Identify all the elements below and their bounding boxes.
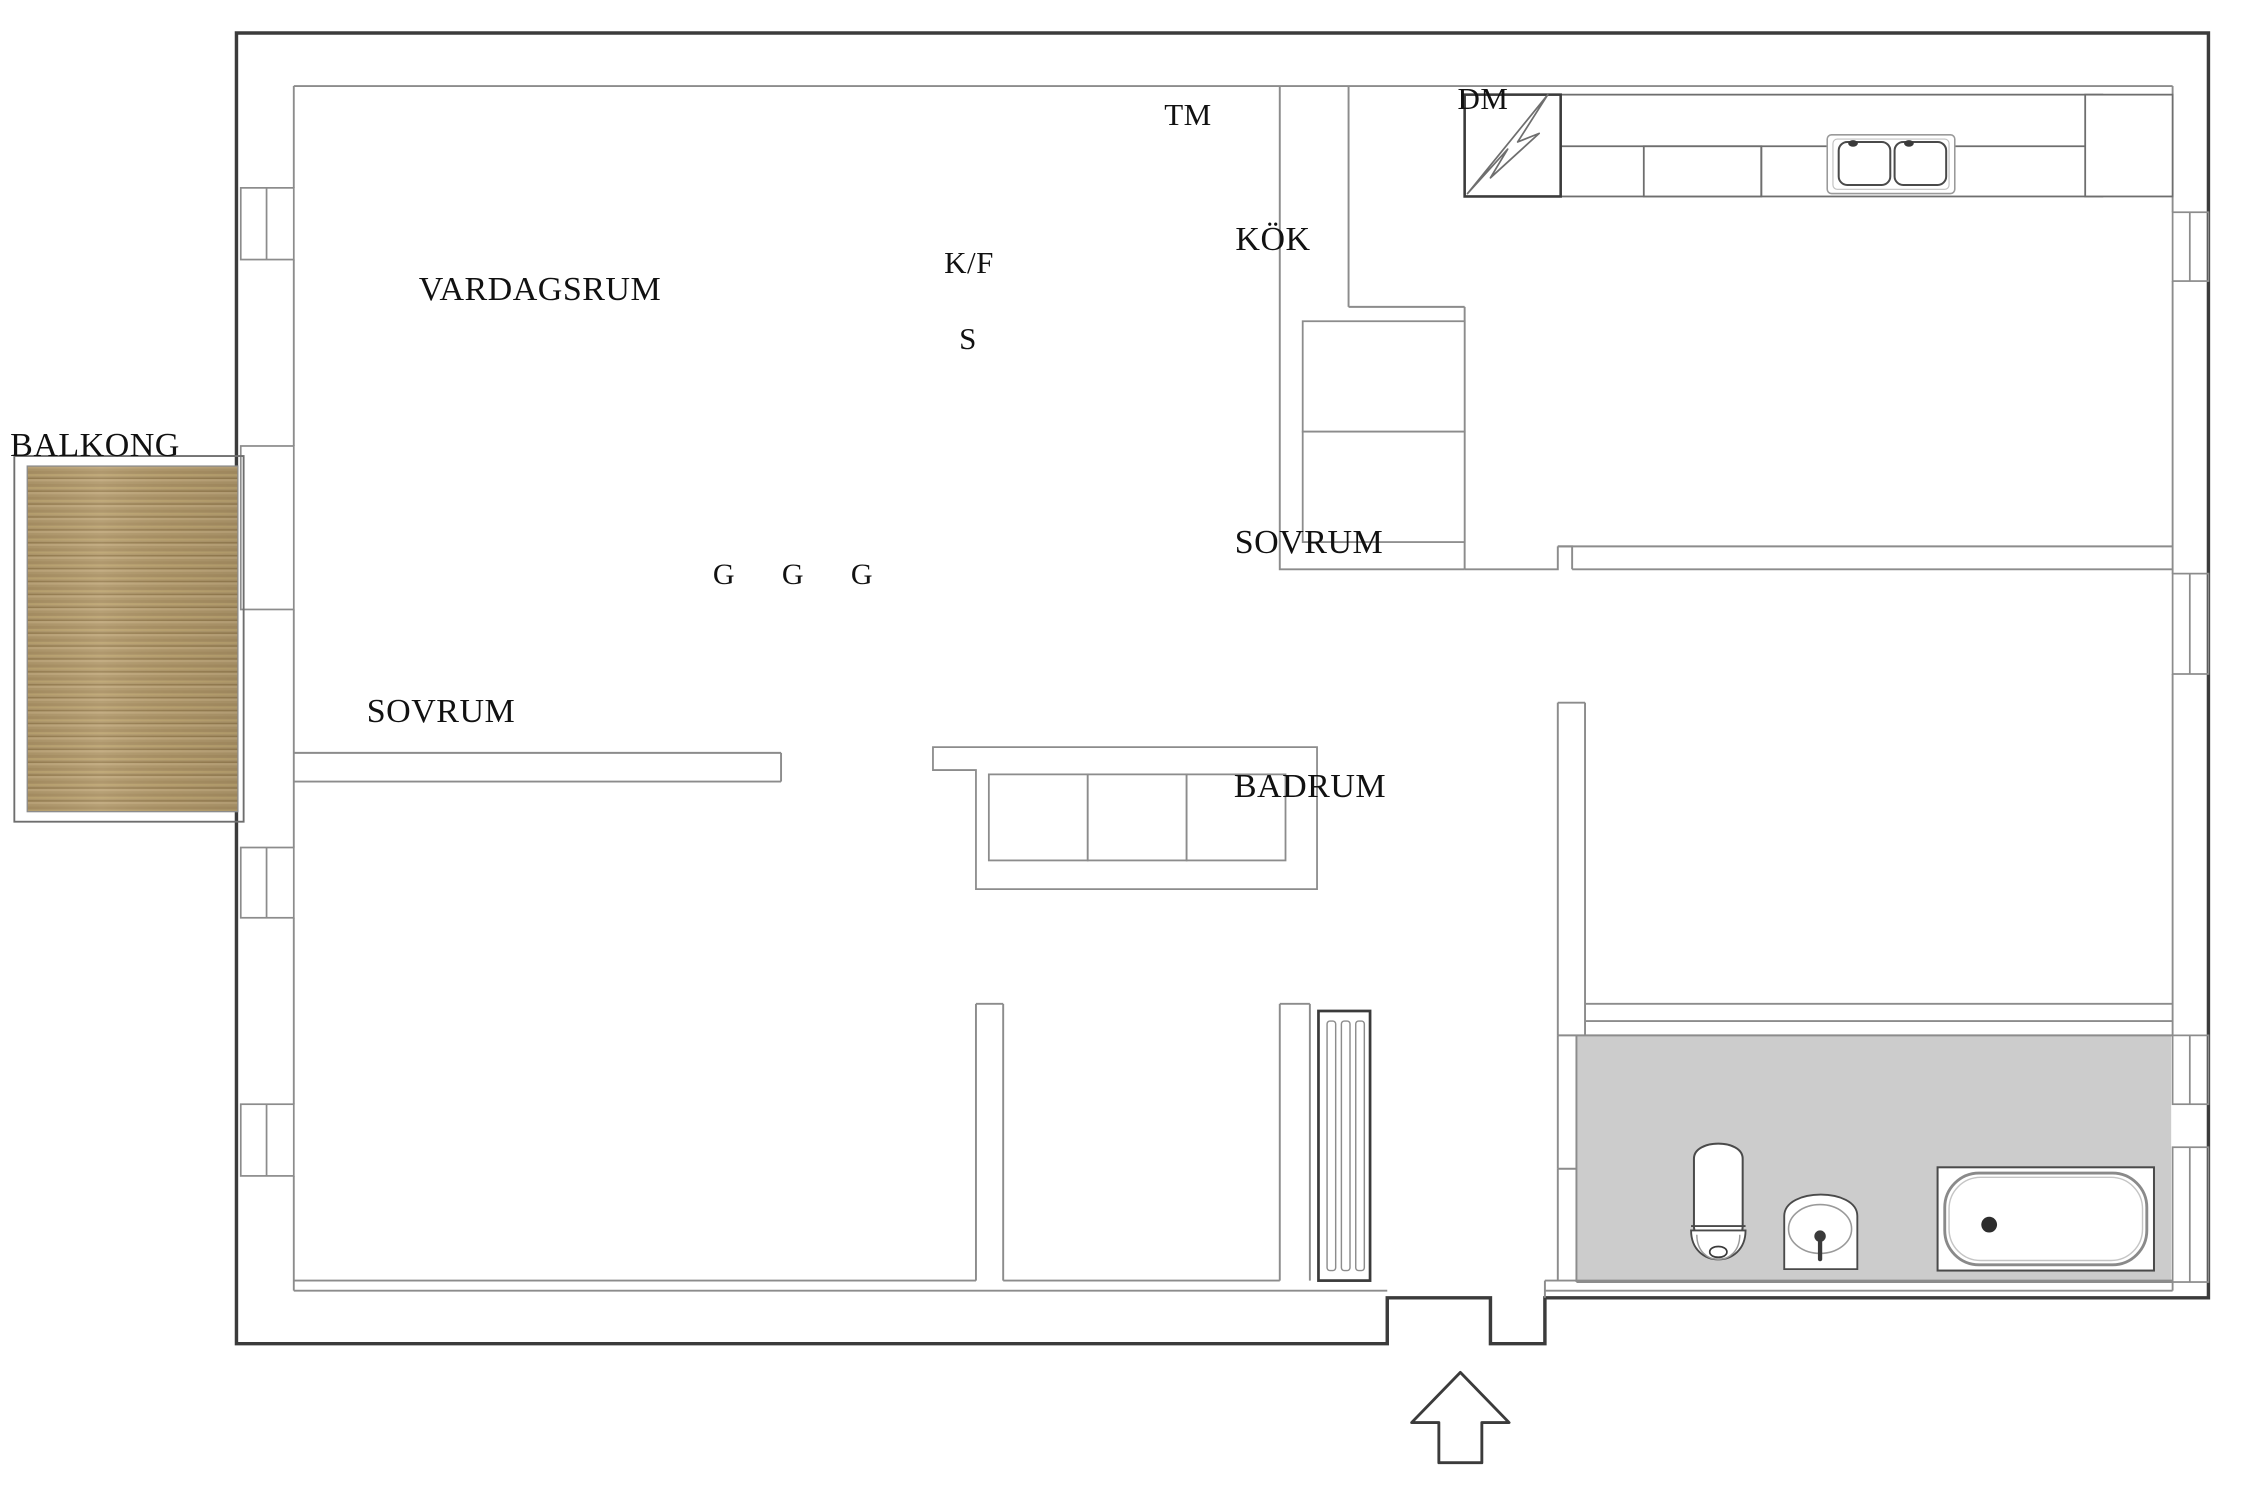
- fridge-pantry-cabinets: [1301, 320, 1466, 543]
- room-label-kok: KÖK: [1235, 221, 1311, 258]
- fixture-label-garderob-3: G: [850, 558, 874, 591]
- outer-wall: [234, 31, 2211, 1346]
- toilet-icon: [1690, 1142, 1747, 1261]
- fixture-label-kyl-frys: K/F: [944, 245, 994, 280]
- fixture-label-tvattmaskin: TM: [1164, 97, 1212, 132]
- room-label-balkong: BALKONG: [10, 427, 180, 464]
- room-label-badrum: BADRUM: [1233, 768, 1387, 805]
- stove-icon: [1463, 93, 1562, 198]
- balcony: [13, 455, 245, 823]
- fixture-label-skafferi: S: [959, 321, 977, 356]
- room-label-sovrum-vanster: SOVRUM: [366, 693, 516, 730]
- bathtub-icon: [1936, 1166, 2155, 1272]
- left-wall-openings: [239, 186, 295, 1177]
- wardrobe-run: [932, 746, 1318, 890]
- double-sink-icon: [1826, 134, 1956, 195]
- kitchen-counter: [1463, 93, 2174, 198]
- fixture-label-garderob-2: G: [781, 558, 805, 591]
- radiator-icon: [1317, 1009, 1372, 1282]
- entrance-arrow-icon: [1410, 1370, 1511, 1465]
- wash-basin-icon: [1783, 1193, 1859, 1271]
- room-label-sovrum-hoger: SOVRUM: [1234, 524, 1384, 561]
- right-wall-openings: [2171, 211, 2210, 1283]
- fixture-label-garderob-1: G: [712, 558, 736, 591]
- room-label-vardagsrum: VARDAGSRUM: [418, 271, 662, 308]
- fixture-label-diskmaskin: DM: [1457, 81, 1509, 116]
